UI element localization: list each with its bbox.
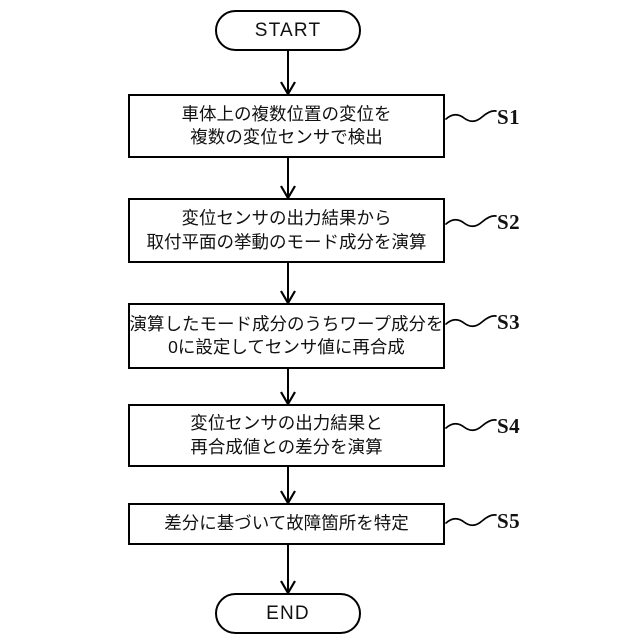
leader-line-s3 [445, 315, 497, 328]
node-step-s2[interactable]: 変位センサの出力結果から 取付平面の挙動のモード成分を演算 [128, 198, 445, 263]
leader-line-s4 [445, 419, 497, 432]
leader-line-s1 [445, 110, 497, 123]
leader-line-s2 [445, 215, 497, 228]
node-step-s4-line-2: 再合成値との差分を演算 [190, 436, 383, 457]
node-start-label: START [254, 20, 322, 41]
step-ref-s3: S3 [497, 310, 521, 334]
node-step-s3[interactable]: 演算したモード成分のうちワープ成分を 0に設定してセンサ値に再合成 [128, 303, 445, 369]
node-step-s1-line-1: 車体上の複数位置の変位を [181, 103, 392, 124]
step-ref-s5: S5 [497, 509, 521, 533]
node-step-s3-line-1: 演算したモード成分のうちワープ成分を [129, 313, 444, 334]
step-ref-s4: S4 [497, 414, 521, 438]
node-step-s2-line-1: 変位センサの出力結果から [181, 208, 392, 229]
node-step-s5[interactable]: 差分に基づいて故障箇所を特定 [128, 503, 445, 545]
node-start[interactable]: START [215, 10, 361, 51]
step-ref-s1: S1 [497, 105, 521, 129]
node-step-s4-line-1: 変位センサの出力結果と [190, 413, 383, 434]
node-step-s5-line-1: 差分に基づいて故障箇所を特定 [164, 513, 409, 534]
node-end-label: END [266, 603, 310, 624]
node-end[interactable]: END [215, 593, 361, 634]
node-step-s1-line-2: 複数の変位センサで検出 [190, 127, 383, 147]
step-ref-s2: S2 [497, 210, 521, 234]
node-step-s4[interactable]: 変位センサの出力結果と 再合成値との差分を演算 [128, 404, 445, 467]
node-step-s1[interactable]: 車体上の複数位置の変位を 複数の変位センサで検出 [128, 94, 445, 158]
node-step-s3-line-2: 0に設定してセンサ値に再合成 [168, 337, 405, 357]
leader-line-s5 [445, 514, 497, 527]
node-step-s2-line-2: 取付平面の挙動のモード成分を演算 [146, 231, 427, 252]
